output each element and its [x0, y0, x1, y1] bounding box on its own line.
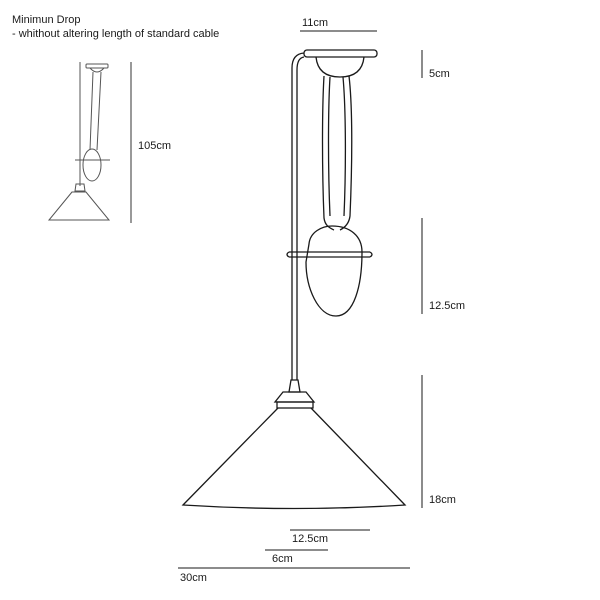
main-lamp [181, 49, 407, 510]
label-canopy-width: 11cm [302, 17, 329, 29]
label-canopy-height: 5cm [429, 68, 450, 80]
thumbnail-canopy [89, 67, 105, 73]
pulley-cable-right [339, 75, 353, 231]
label-counterweight-height: 12.5cm [429, 300, 466, 312]
canopy [315, 56, 365, 78]
ceiling-plate [303, 49, 378, 58]
guide-ring-ends [286, 251, 373, 258]
label-shade-height: 18cm [429, 494, 456, 506]
lampholder-collar [273, 391, 316, 403]
counterweight [305, 225, 363, 317]
diagram-title: Minimun Drop [12, 14, 81, 26]
thumbnail-lampholder [74, 183, 86, 192]
thumbnail-pulley-cable [89, 71, 102, 151]
label-holder-width: 6cm [272, 553, 293, 565]
main-cable-left [291, 52, 305, 380]
pulley-cable-right-inner [342, 76, 347, 217]
thumbnail-counterweight [82, 148, 102, 182]
thumbnail-shade [47, 191, 111, 221]
dimension-lines [178, 30, 423, 569]
thumbnail-ceiling-plate [85, 63, 109, 69]
diagram-subtitle: - whithout altering length of standard c… [12, 28, 220, 40]
conical-shade [181, 407, 407, 510]
pulley-cable-left [321, 75, 335, 231]
label-shade-bottom-width: 30cm [180, 572, 207, 584]
label-shade-top-width: 12.5cm [292, 533, 329, 545]
thumbnail-lamp [47, 62, 111, 221]
guide-ring [289, 251, 370, 258]
shade-top-ring [276, 401, 314, 409]
pulley-cable-left-inner [327, 76, 331, 217]
lampholder [288, 379, 301, 393]
label-minimum-drop: 105cm [138, 140, 172, 152]
main-cable-right [296, 56, 305, 380]
